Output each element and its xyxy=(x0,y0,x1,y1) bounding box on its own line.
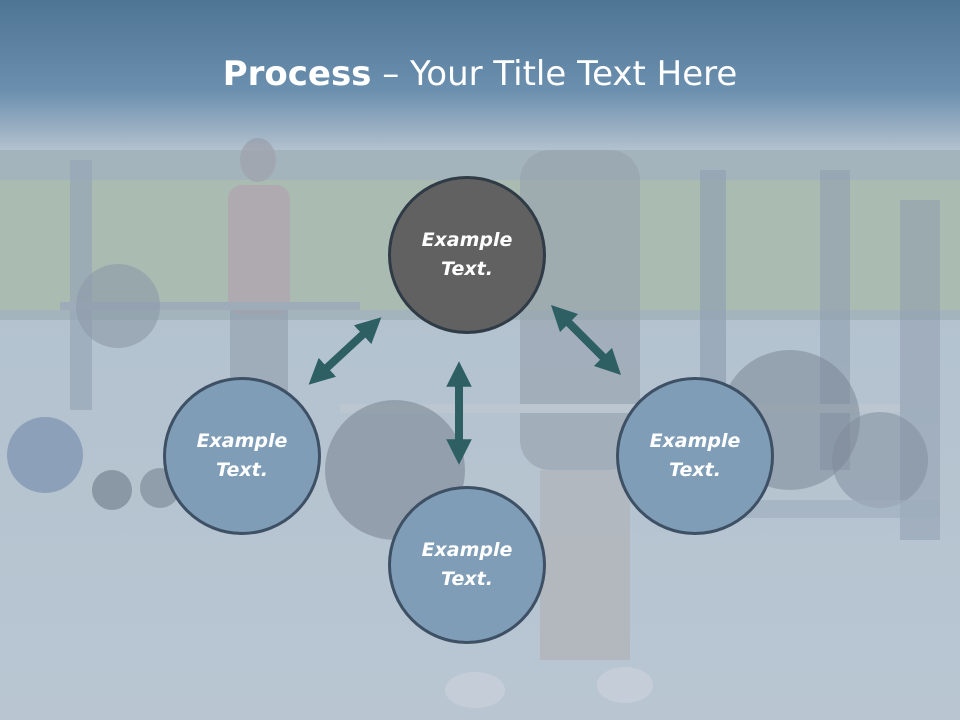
node-top[interactable]: Example Text. xyxy=(388,176,546,334)
title-rest: – Your Title Text Here xyxy=(371,54,738,94)
node-right[interactable]: Example Text. xyxy=(616,377,774,535)
title-bold: Process xyxy=(222,54,372,94)
arrow-top-left xyxy=(308,317,382,385)
node-right-label: Example Text. xyxy=(649,430,741,481)
node-left-label: Example Text. xyxy=(196,430,288,481)
node-top-label: Example Text. xyxy=(421,229,513,280)
node-bottom-label: Example Text. xyxy=(421,539,513,590)
title-band xyxy=(0,0,960,150)
node-left[interactable]: Example Text. xyxy=(163,377,321,535)
node-bottom[interactable]: Example Text. xyxy=(388,486,546,644)
arrow-top-right xyxy=(550,304,622,376)
slide-title: Process – Your Title Text Here xyxy=(0,52,960,96)
